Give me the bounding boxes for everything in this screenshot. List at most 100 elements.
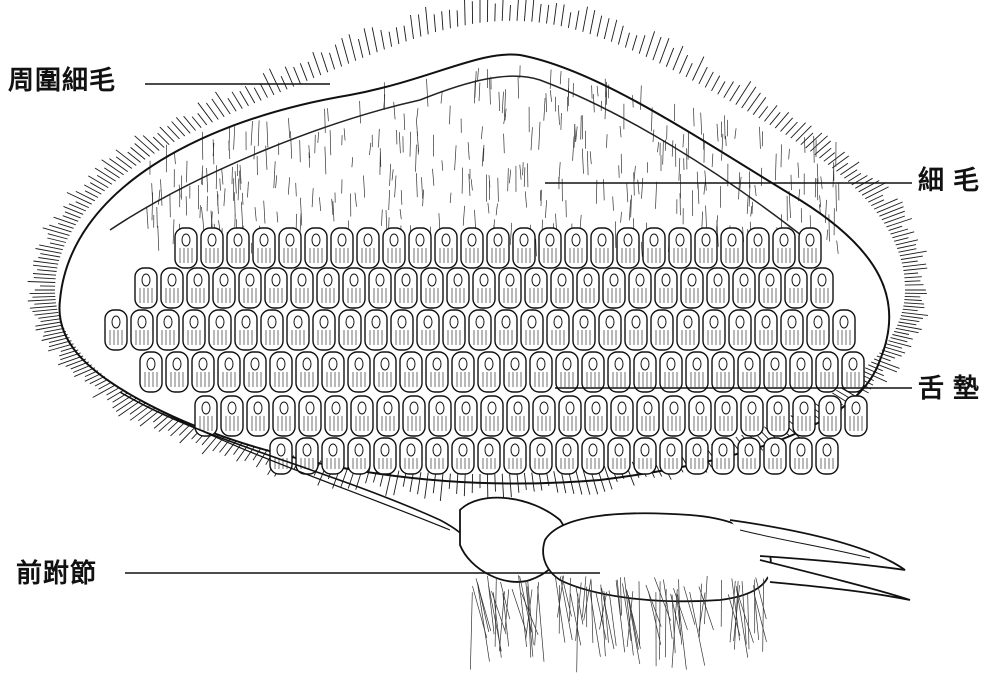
fringe-hair <box>37 270 56 272</box>
pad-cell <box>816 352 838 392</box>
fringe-hair <box>198 103 213 123</box>
pad-cell <box>551 268 573 308</box>
fringe-hair <box>172 122 185 137</box>
inner-hair <box>291 131 292 159</box>
fringe-hair <box>625 33 629 48</box>
inner-hair <box>582 115 583 139</box>
fringe-hair <box>321 52 328 72</box>
pad-cell <box>629 268 651 308</box>
fringe-hair <box>894 331 909 334</box>
fringe-hair <box>660 38 669 63</box>
pad-cell <box>617 228 639 268</box>
inner-hair <box>222 169 223 185</box>
fringe-hair <box>903 306 924 308</box>
tarsus-hair <box>488 576 495 634</box>
pad-cell <box>403 396 425 436</box>
inner-hair <box>490 79 491 105</box>
fringe-hair <box>686 63 692 77</box>
fringe-hair <box>389 32 392 47</box>
pad-cell <box>530 352 552 392</box>
fringe-hair <box>889 226 903 230</box>
inner-hair <box>267 122 268 148</box>
inner-hair <box>701 113 702 135</box>
fringe-hair <box>877 356 891 361</box>
fringe-hair <box>510 474 512 498</box>
inner-hair <box>829 214 830 241</box>
pad-cell <box>287 310 309 350</box>
fringe-hair <box>364 28 370 55</box>
pad-cell <box>729 310 751 350</box>
pad-cell <box>637 396 659 436</box>
inner-hair <box>161 179 163 205</box>
pad-cell <box>331 228 353 268</box>
inner-hair <box>641 86 642 110</box>
tarsus-hair <box>495 577 496 646</box>
inner-hair <box>775 154 776 181</box>
inner-hair <box>621 212 622 223</box>
label-front-tarsus: 前跗節 <box>16 561 97 587</box>
pad-cell <box>213 268 235 308</box>
inner-hair <box>739 172 740 199</box>
inner-hair <box>504 134 505 154</box>
inner-hair <box>234 126 235 149</box>
fringe-hair <box>775 112 789 128</box>
inner-hair <box>814 136 815 163</box>
inner-hair <box>620 126 621 137</box>
fringe-hair <box>131 147 146 159</box>
pad-cell <box>253 228 275 268</box>
fringe-hair <box>742 87 756 108</box>
fringe-hair <box>904 300 921 301</box>
fringe-hair <box>900 319 920 322</box>
inner-hair <box>235 192 236 216</box>
pad-cell <box>539 228 561 268</box>
fringe-hair <box>718 82 725 95</box>
fringe-hair <box>425 473 429 499</box>
inner-hair <box>683 134 684 147</box>
inner-hair <box>300 140 301 162</box>
inner-hair <box>525 191 526 207</box>
fringe-hair <box>618 26 623 45</box>
inner-hair <box>656 182 657 209</box>
inner-hair <box>471 179 472 190</box>
pad-cell <box>738 352 760 392</box>
fringe-hair <box>810 136 827 152</box>
fringe-hair <box>442 11 443 30</box>
inner-hair <box>186 196 187 215</box>
pad-cell <box>565 228 587 268</box>
fringe-hair <box>532 0 534 22</box>
fringe-hair <box>76 191 95 200</box>
fringe-hair <box>300 63 307 81</box>
inner-hair <box>672 140 673 156</box>
fringe-hair <box>171 422 185 436</box>
pad-cell <box>365 310 387 350</box>
pad-cell <box>842 352 864 392</box>
inner-hair <box>518 76 519 99</box>
pad-cell <box>391 310 413 350</box>
pad-cell <box>781 310 803 350</box>
fringe-hair <box>904 273 918 274</box>
fringe-hair <box>836 163 848 171</box>
pad-cell <box>741 396 763 436</box>
fringe-hair <box>877 202 903 213</box>
inner-hair <box>216 165 217 189</box>
inner-hair <box>502 92 503 114</box>
fringe-hair <box>899 249 917 253</box>
pad-cell <box>322 352 344 392</box>
pad-cell <box>348 438 370 474</box>
inner-hair <box>300 213 301 232</box>
fringe-hair <box>34 303 56 304</box>
tarsus-hair <box>602 588 615 649</box>
fringe-hair <box>43 228 70 236</box>
fringe-hair <box>815 141 831 155</box>
inner-hair <box>536 239 537 257</box>
inner-hair <box>582 149 583 174</box>
pad-cell <box>513 228 535 268</box>
fringe-hair <box>903 264 926 267</box>
inner-hair <box>658 142 659 152</box>
fringe-hair <box>88 176 108 188</box>
inner-hair <box>607 134 608 148</box>
fringe-hair <box>902 312 928 315</box>
inner-hair <box>546 93 547 112</box>
inner-hair <box>242 193 243 205</box>
inner-hair <box>441 92 442 104</box>
